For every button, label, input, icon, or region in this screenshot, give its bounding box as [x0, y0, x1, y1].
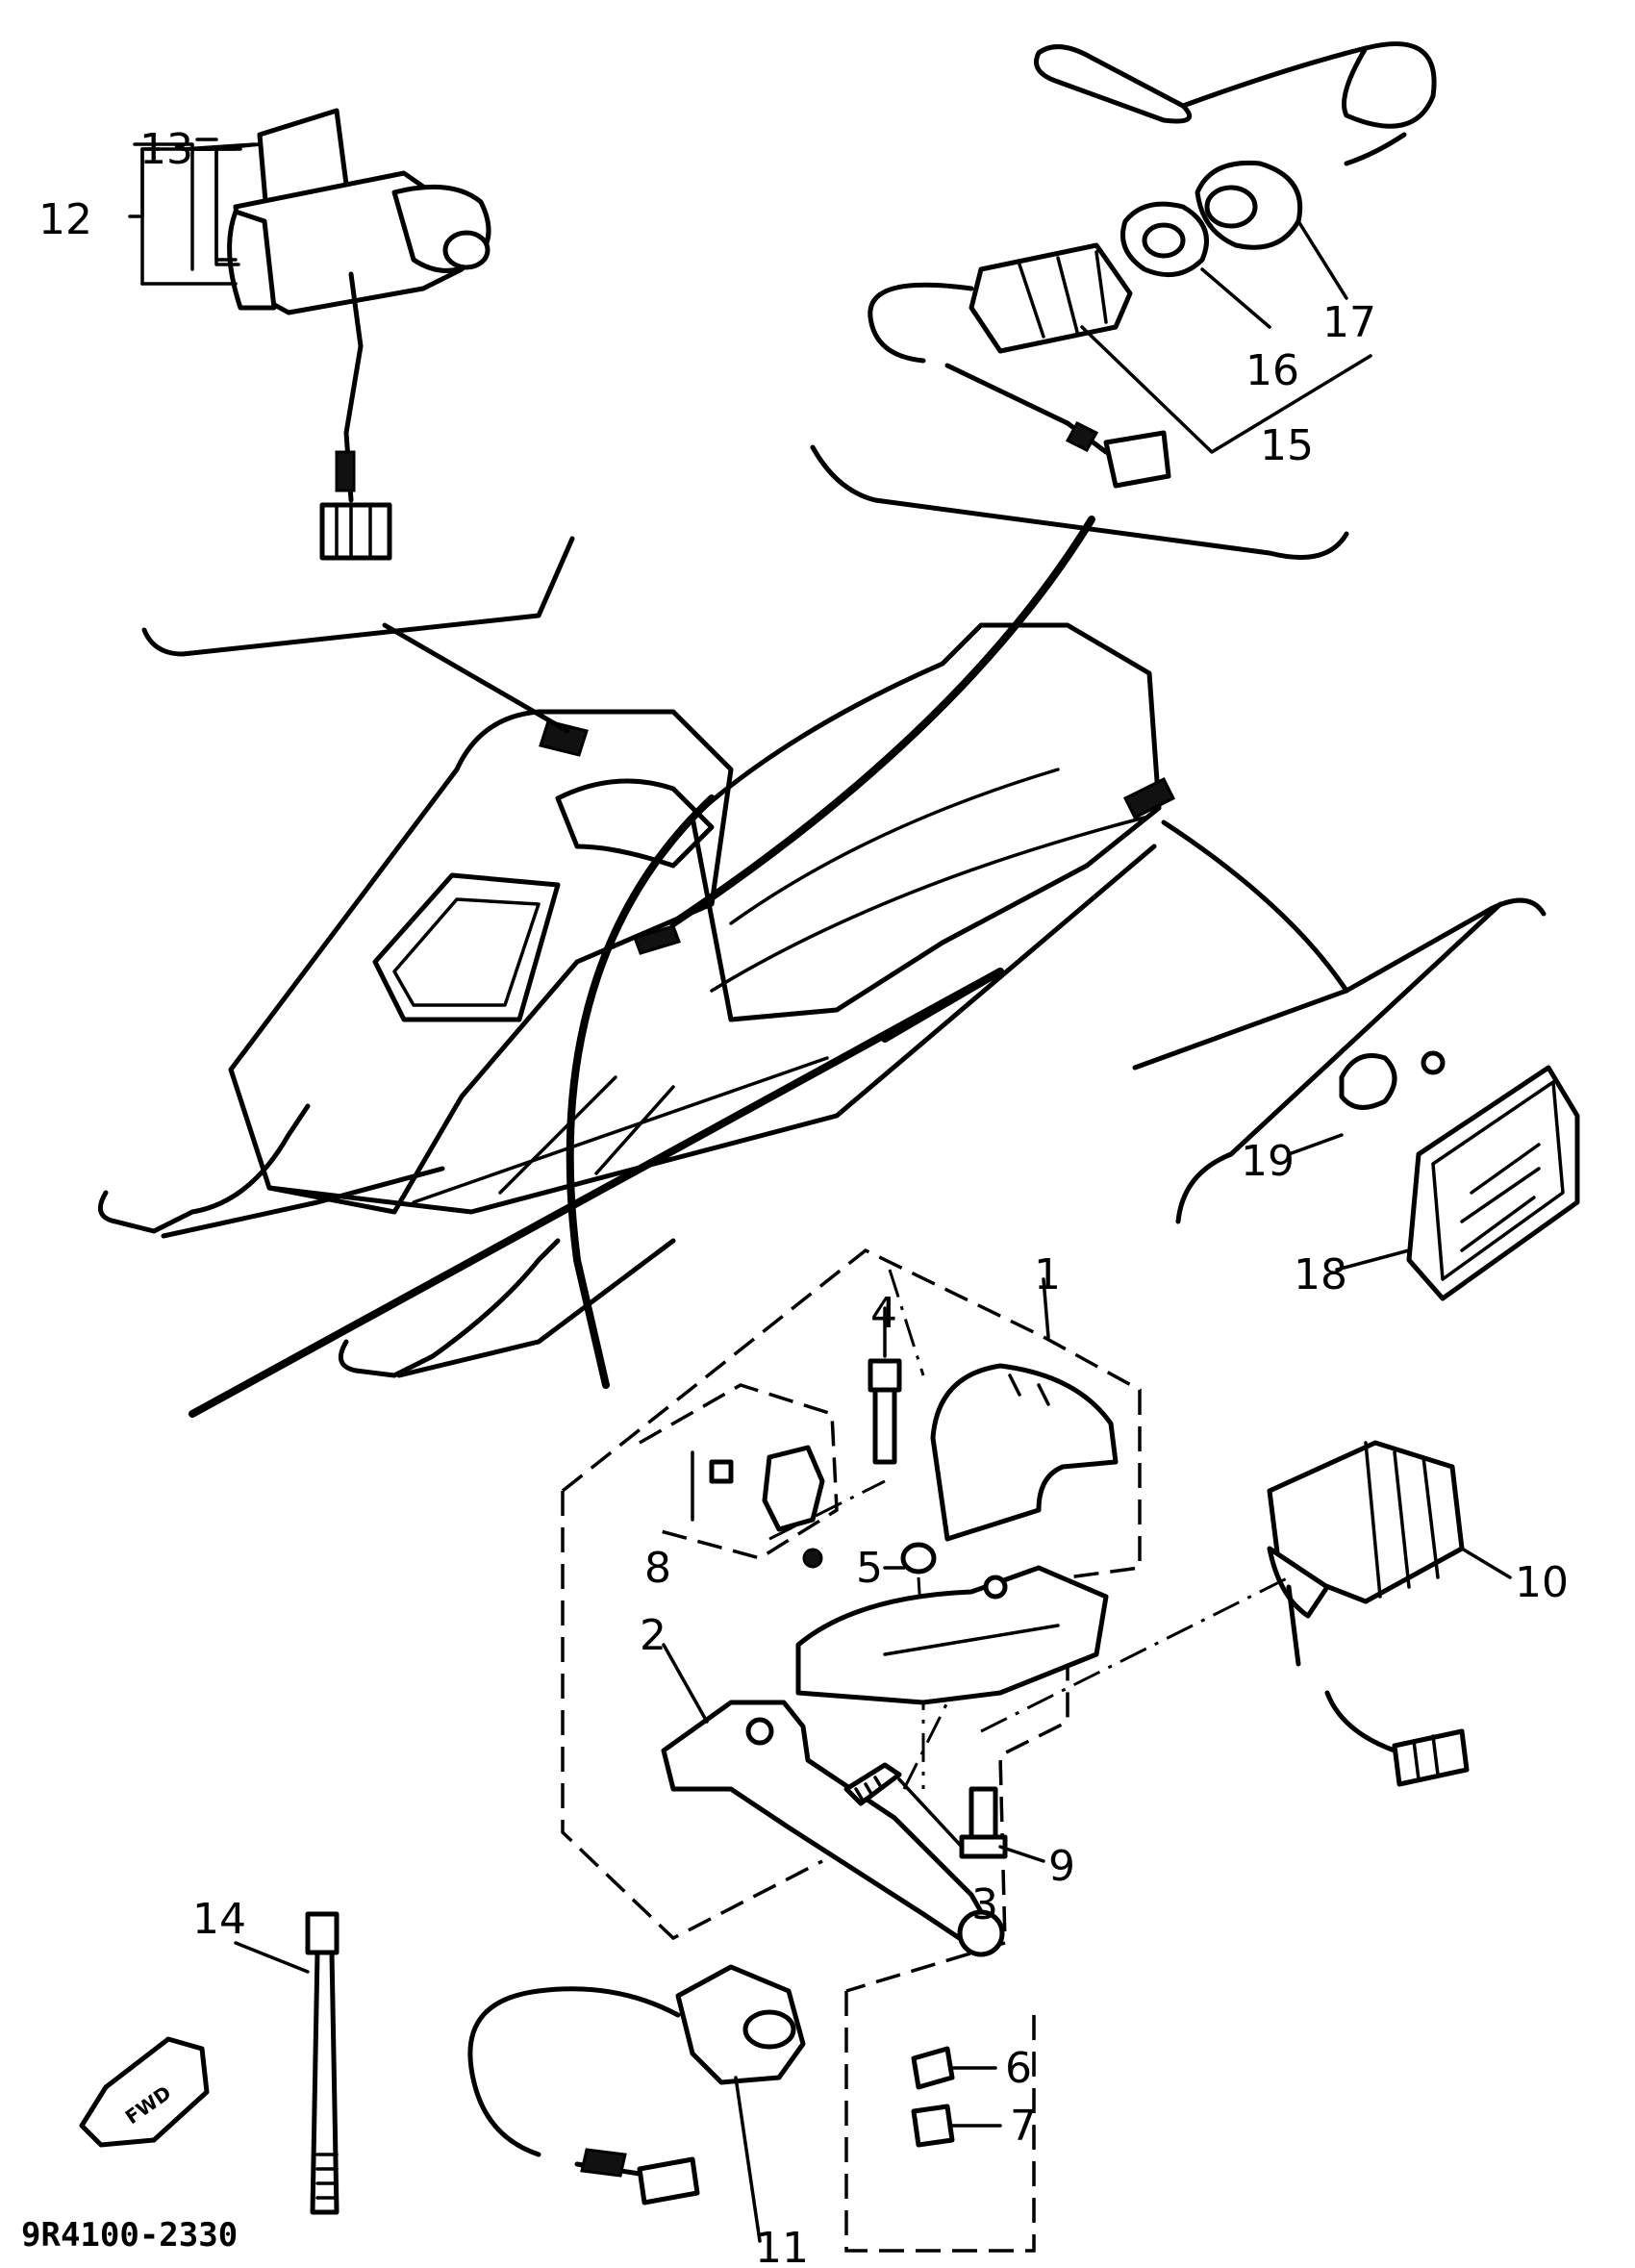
callout-12: 12: [38, 195, 92, 244]
callout-1: 1: [1034, 1250, 1061, 1299]
part-12-relay: [227, 108, 491, 561]
callout-6: 6: [1005, 2044, 1032, 2093]
callout-16: 16: [1245, 346, 1299, 395]
wiring-lines: [141, 444, 1547, 1418]
part-10-switch: [1267, 1440, 1470, 1787]
drawing-code: 9R4100-2330: [21, 2216, 238, 2255]
part-18-taillight: [1339, 1050, 1580, 1301]
callout-11: 11: [755, 2224, 809, 2268]
fwd-arrow-badge: FWD: [79, 2036, 210, 2148]
callout-17: 17: [1322, 298, 1376, 347]
part-1-throttle-assy: [561, 1247, 1290, 2253]
callout-7: 7: [1010, 2102, 1037, 2151]
callout-labels: 13 12 17 16 15 19 18 1 4 5 8 10 2 9 3 14…: [38, 125, 1569, 2268]
callout-14: 14: [192, 1895, 246, 1944]
callout-4: 4: [870, 1289, 897, 1338]
part-11-throttle-switch: [467, 1964, 806, 2205]
callout-9: 9: [1048, 1842, 1075, 1891]
callout-18: 18: [1294, 1250, 1347, 1299]
callout-2: 2: [640, 1611, 667, 1660]
snowmobile-body: [97, 622, 1176, 1378]
callout-19: 19: [1241, 1137, 1295, 1186]
part-14-key: [305, 1911, 340, 2215]
callout-leaders: [128, 138, 1512, 2243]
callout-15: 15: [1260, 421, 1314, 470]
callout-13: 13: [139, 125, 193, 174]
callout-10: 10: [1515, 1558, 1569, 1607]
part-15-main-switch: [868, 41, 1437, 489]
callout-5: 5: [856, 1544, 883, 1593]
callout-8: 8: [644, 1544, 671, 1593]
callout-3: 3: [971, 1880, 998, 1929]
